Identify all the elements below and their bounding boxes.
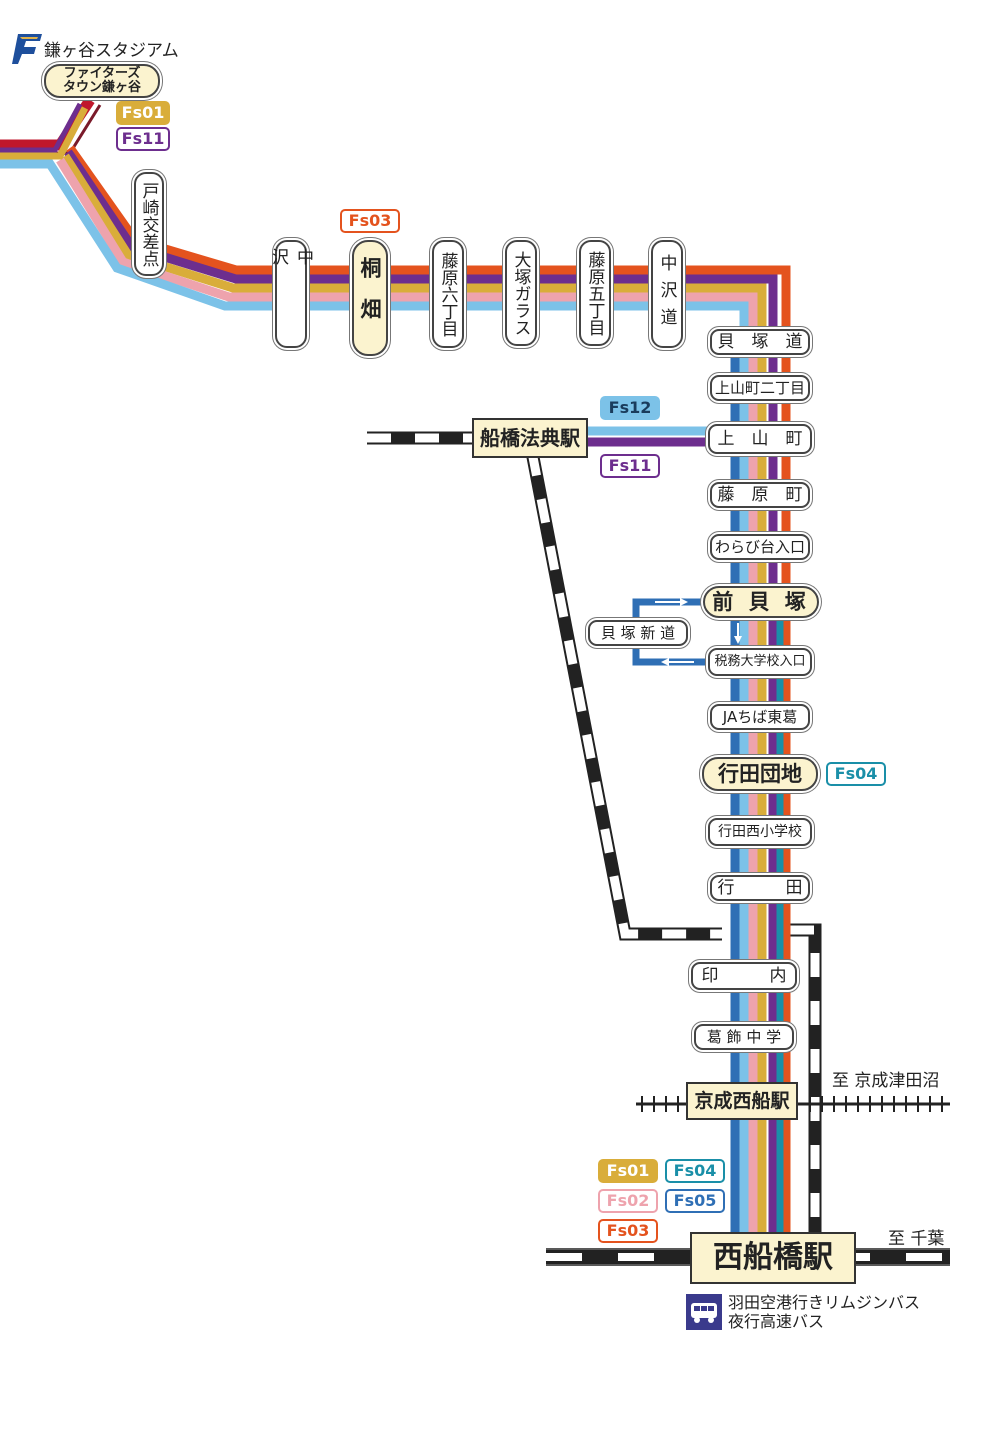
route-badge-fs11-hoten: Fs11 (600, 454, 660, 478)
route-badge-fs02: Fs02 (598, 1189, 658, 1213)
stop-fujiwara[interactable]: 藤 原 町 (710, 482, 810, 508)
route-badge-fs12: Fs12 (600, 396, 660, 420)
stop-kirihata-label: 桐畑 (358, 257, 382, 339)
footer-limousine: 羽田空港行きリムジンバス (728, 1293, 921, 1312)
stop-kamiyama[interactable]: 上 山 町 (708, 424, 812, 454)
stop-kamiyama-2[interactable]: 上山町二丁目 (710, 375, 810, 401)
stop-tozaki[interactable]: 戸崎交差点 (134, 172, 164, 276)
stop-gyoda-nishi[interactable]: 行田西小学校 (708, 818, 812, 846)
stop-kaizuka-michi[interactable]: 貝 塚 道 (710, 329, 810, 355)
stop-warabidai[interactable]: わらび台入口 (710, 534, 810, 560)
fighters-logo-icon (10, 32, 44, 66)
stop-ja-chiba[interactable]: JAちば東葛 (710, 704, 810, 730)
stop-gyoda-danchi[interactable]: 行田団地 (702, 757, 818, 791)
stop-fujiwara-6[interactable]: 藤原六丁目 (432, 240, 464, 348)
route-badge-fs01: Fs01 (116, 101, 170, 125)
footer-night-bus: 夜行高速バス (728, 1312, 825, 1331)
station-hoten[interactable]: 船橋法典駅 (472, 418, 588, 458)
route-badge-fs03-bottom: Fs03 (598, 1219, 658, 1243)
stop-otsuka-glass[interactable]: 大塚ガラス (505, 240, 537, 346)
label-to-tsudanuma: 至 京成津田沼 (832, 1071, 940, 1091)
route-badge-fs05: Fs05 (665, 1189, 725, 1213)
route-badge-fs11: Fs11 (116, 127, 170, 151)
stop-zeimu-daigakko[interactable]: 税務大学校入口 (708, 648, 812, 676)
railway-musashino (367, 431, 822, 1232)
stop-nakazawa-label: 中沢 (268, 248, 313, 301)
stop-kaizuka-shindo[interactable]: 貝 塚 新 道 (588, 620, 688, 646)
stop-maekaizuka[interactable]: 前 貝 塚 (703, 586, 819, 618)
stop-katsushika[interactable]: 葛 飾 中 学 (694, 1024, 794, 1050)
route-badge-fs04-bottom: Fs04 (665, 1159, 725, 1183)
stop-fighters-town[interactable]: ファイターズ タウン鎌ヶ谷 (44, 64, 160, 98)
stop-innai[interactable]: 印 内 (691, 962, 797, 990)
stop-nakazawa[interactable]: 中沢 (268, 240, 313, 348)
route-badge-fs03: Fs03 (340, 209, 400, 233)
stop-fujiwara-5[interactable]: 藤原五丁目 (579, 240, 611, 346)
route-badge-fs01-bottom: Fs01 (598, 1159, 658, 1183)
stop-kirihata[interactable]: 桐畑 (352, 240, 388, 356)
stop-gyoda[interactable]: 行 田 (710, 875, 810, 901)
station-keisei-nishifuna[interactable]: 京成西船駅 (686, 1082, 798, 1120)
bus-icon (686, 1294, 722, 1330)
stadium-label: 鎌ヶ谷スタジアム (44, 41, 179, 61)
route-badge-fs04: Fs04 (826, 762, 886, 786)
stop-nakazawa-michi[interactable]: 中沢道 (651, 240, 683, 348)
station-nishifunabashi[interactable]: 西船橋駅 (690, 1232, 856, 1284)
label-to-chiba: 至 千葉 (888, 1229, 945, 1249)
